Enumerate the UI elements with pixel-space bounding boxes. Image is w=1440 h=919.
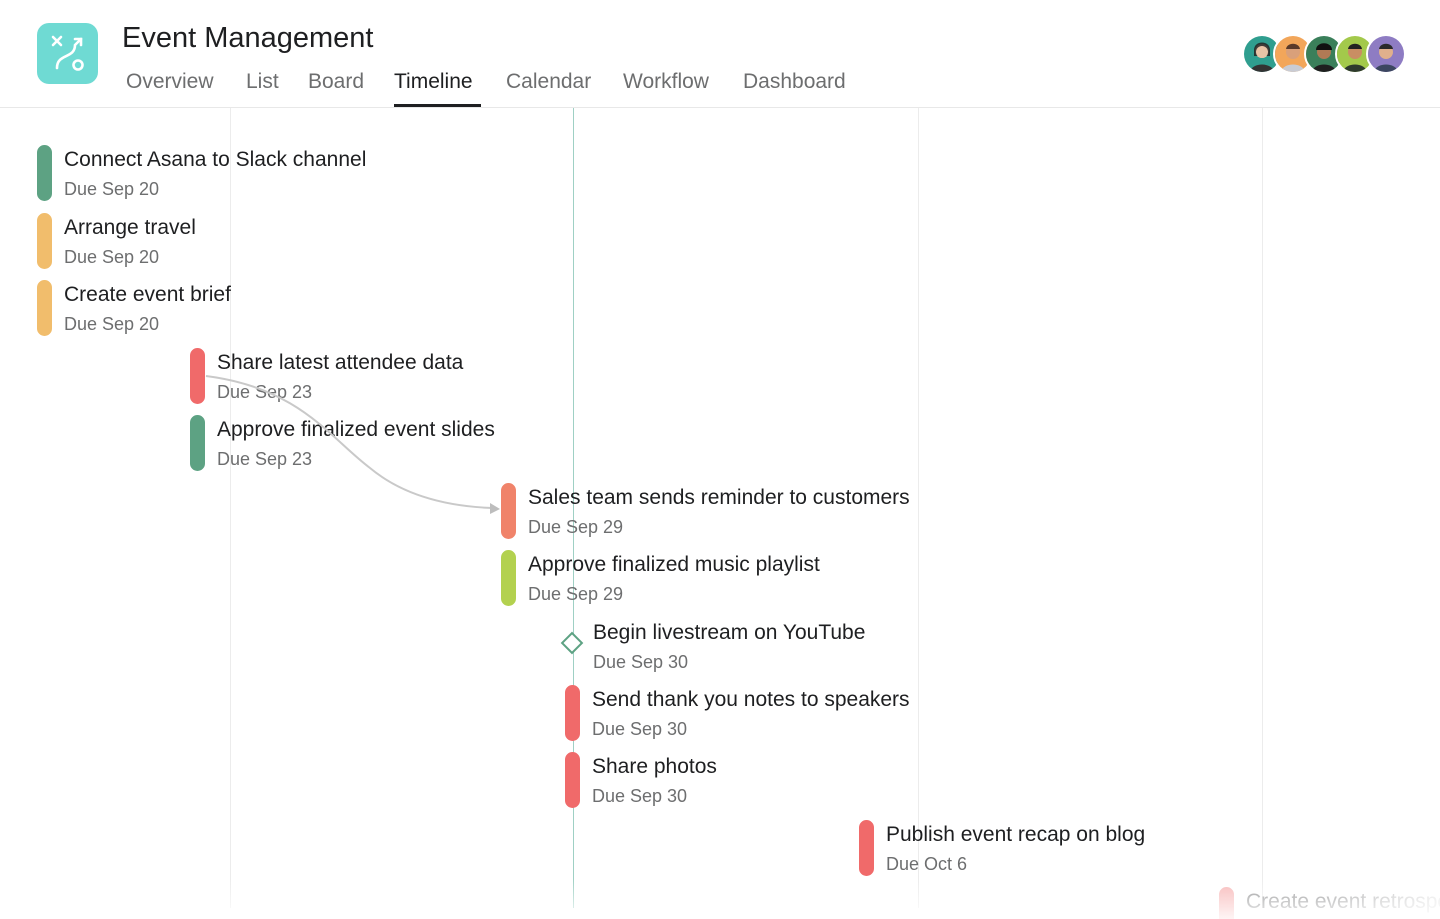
timeline-fade-overlay: [1320, 108, 1440, 919]
task-name: Approve finalized music playlist: [528, 553, 820, 576]
timeline-gridline: [918, 108, 919, 908]
tab-calendar[interactable]: Calendar: [506, 70, 592, 93]
task-name: Create event brief: [64, 283, 231, 306]
task-name: Send thank you notes to speakers: [592, 688, 910, 711]
task-due-date: Due Sep 23: [217, 449, 313, 469]
task-due-date: Due Sep 29: [528, 517, 624, 537]
timeline-gridline: [1262, 108, 1263, 908]
tab-list[interactable]: List: [246, 70, 279, 93]
task-bar[interactable]: [859, 820, 874, 876]
task-bar[interactable]: [190, 348, 205, 404]
timeline-gridline: [230, 108, 231, 908]
milestone-diamond-icon[interactable]: [559, 630, 585, 656]
dependency-arrow: [205, 375, 500, 514]
active-tab-indicator: [394, 104, 481, 107]
task-name: Arrange travel: [64, 216, 196, 239]
task-bar[interactable]: [565, 752, 580, 808]
task-due-date: Due Sep 29: [528, 584, 624, 604]
task-due-date: Due Sep 30: [592, 719, 688, 739]
task-name: Connect Asana to Slack channel: [64, 148, 367, 171]
task-name: Begin livestream on YouTube: [593, 621, 866, 644]
project-header: Event Management Overview List Board Tim…: [0, 0, 1440, 108]
project-members[interactable]: [1242, 34, 1406, 74]
task-bar[interactable]: [37, 280, 52, 336]
tab-workflow[interactable]: Workflow: [623, 70, 709, 93]
task-bar[interactable]: [501, 483, 516, 539]
page-title: Event Management: [122, 22, 374, 54]
tab-board[interactable]: Board: [308, 70, 365, 93]
task-bar[interactable]: [190, 415, 205, 471]
task-bar[interactable]: [565, 685, 580, 741]
task-due-date: Due Sep 20: [64, 179, 160, 199]
task-bar[interactable]: [501, 550, 516, 606]
task-due-date: Due Sep 20: [64, 314, 160, 334]
task-name: Approve finalized event slides: [217, 418, 495, 441]
task-due-date: Due Oct 6: [886, 854, 968, 874]
task-bar[interactable]: [1219, 887, 1234, 919]
project-tabs: Overview List Board Timeline Calendar Wo…: [0, 66, 900, 108]
today-marker: [573, 108, 574, 908]
task-due-date: Due Sep 30: [593, 652, 689, 672]
avatar[interactable]: [1242, 34, 1282, 74]
task-name: Create event retrospective: [1246, 890, 1440, 913]
task-name: Share latest attendee data: [217, 351, 464, 374]
task-name: Share photos: [592, 755, 717, 778]
task-name: Publish event recap on blog: [886, 823, 1146, 846]
tab-timeline[interactable]: Timeline: [394, 70, 473, 93]
task-bar[interactable]: [37, 145, 52, 201]
tab-overview[interactable]: Overview: [126, 70, 214, 93]
avatar[interactable]: [1366, 34, 1406, 74]
task-bar[interactable]: [37, 213, 52, 269]
task-due-date: Due Sep 23: [217, 382, 313, 402]
task-due-date: Due Sep 30: [592, 786, 688, 806]
timeline-canvas[interactable]: Connect Asana to Slack channel Due Sep 2…: [0, 108, 1440, 919]
avatar[interactable]: [1335, 34, 1375, 74]
tab-dashboard[interactable]: Dashboard: [743, 70, 846, 93]
task-due-date: Due Sep 20: [64, 247, 160, 267]
task-name: Sales team sends reminder to customers: [528, 486, 910, 509]
route-icon[interactable]: [37, 23, 98, 84]
